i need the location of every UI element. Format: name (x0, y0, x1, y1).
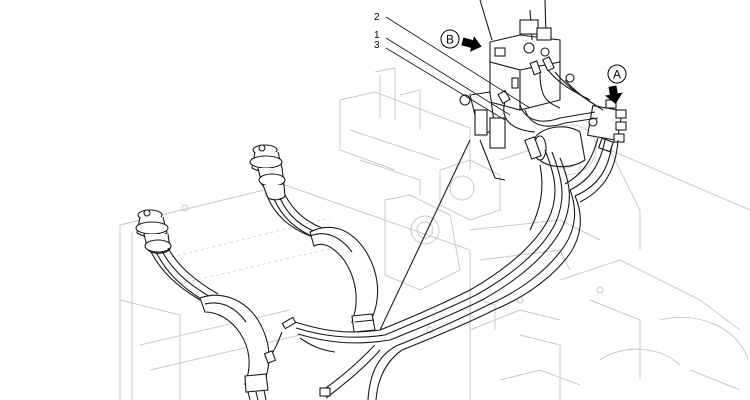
view-marker-a-arrow-icon (604, 85, 623, 104)
view-marker-a-label: A (613, 68, 621, 82)
left-joystick (135, 209, 172, 254)
right-joystick-hoses (267, 194, 379, 333)
view-marker-b-label: B (446, 33, 454, 47)
view-marker-a-circle (607, 64, 627, 84)
left-joystick-hoses (149, 247, 270, 400)
callout-leaders (385, 16, 531, 121)
view-marker-a: A (604, 64, 627, 104)
callout-label-2: 2 (374, 12, 380, 23)
callout-label-1: 1 (374, 30, 380, 41)
right-manifold-block (586, 99, 627, 153)
view-marker-b: B (440, 29, 482, 52)
callout-label-3: 3 (374, 40, 380, 51)
view-marker-b-arrow-icon (461, 36, 482, 52)
view-marker-b-circle (440, 29, 460, 49)
inline-fittings (263, 316, 336, 397)
control-valve-block (459, 0, 575, 181)
right-joystick (249, 144, 286, 201)
machine-frame-background (119, 67, 750, 400)
hose-bundle (294, 69, 619, 400)
